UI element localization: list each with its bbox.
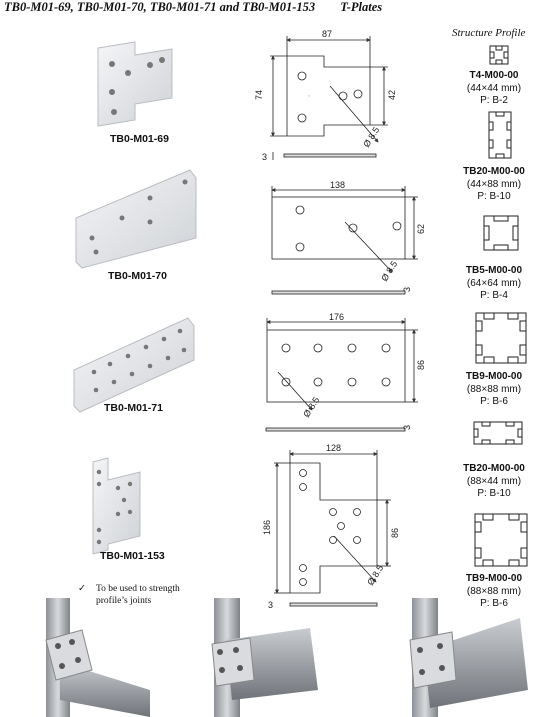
- dim-71-width: 176: [329, 312, 344, 322]
- profile-size: (44×44 mm): [466, 82, 522, 94]
- dim-153-width: 128: [326, 443, 341, 453]
- dim-153-height: 186: [262, 520, 272, 535]
- dim-70-thickness: 3: [402, 287, 412, 292]
- dim-69-width: 87: [322, 29, 332, 39]
- dim-69-height: 74: [254, 90, 264, 100]
- header-category: T-Plates: [340, 0, 383, 14]
- dim-70-hole: Ø 8.5: [379, 259, 399, 283]
- profile-label-1: T4-M00-00 (44×44 mm) P: B-2: [454, 70, 534, 108]
- profile-code: TB9-M00-00: [465, 371, 523, 382]
- dim-70-height: 62: [416, 224, 426, 234]
- dim-69-thickness: 3: [262, 152, 267, 162]
- caption-tb0-m01-71: TB0-M01-71: [104, 402, 163, 414]
- plate-3d-tb0-m01-70: [75, 169, 197, 269]
- profile-label-4: TB9-M00-00 (88×88 mm) P: B-6: [454, 371, 534, 409]
- plate-3d-tb0-m01-71: [73, 317, 195, 413]
- profile-size: (88×88 mm): [466, 585, 522, 597]
- profile-code: T4-M00-00: [469, 70, 519, 81]
- page-header: TB0-M01-69, TB0-M01-70, TB0-M01-71 and T…: [4, 0, 382, 15]
- joint-render-1: [45, 598, 150, 717]
- caption-tb0-m01-70: TB0-M01-70: [108, 270, 167, 282]
- profile-page: P: B-10: [477, 191, 511, 202]
- profile-label-3: TB5-M00-00 (64×64 mm) P: B-4: [454, 265, 534, 303]
- dim-69-notch: 42: [387, 90, 397, 100]
- profile-size: (88×44 mm): [466, 475, 522, 487]
- profile-page: P: B-6: [480, 396, 508, 407]
- profile-page: P: B-10: [477, 488, 511, 499]
- usage-note-line2: profile’s joints: [96, 596, 152, 606]
- plate-3d-tb0-m01-153: [92, 457, 141, 555]
- profile-size: (64×64 mm): [466, 277, 522, 289]
- dim-153-hole: Ø 8.5: [365, 563, 385, 587]
- profile-icon-tb20-44x88: [488, 111, 512, 159]
- profile-code: TB5-M00-00: [465, 265, 523, 276]
- joint-render-3: [409, 598, 528, 717]
- dim-69-hole: Ø 8.5: [361, 125, 381, 149]
- joint-render-2: [211, 598, 318, 717]
- drawing-tb0-m01-69: [270, 36, 388, 160]
- profile-icon-tb20-88x44: [473, 421, 523, 445]
- dim-71-thickness: 3: [402, 425, 412, 430]
- profile-page: P: B-4: [480, 290, 508, 301]
- profile-code: TB9-M00-00: [465, 573, 523, 584]
- profile-label-5: TB20-M00-00 (88×44 mm) P: B-10: [454, 463, 534, 501]
- profile-icon-tb9-88x88: [475, 312, 527, 364]
- dim-153-thickness: 3: [268, 600, 273, 610]
- profile-label-6: TB9-M00-00 (88×88 mm) P: B-6: [454, 573, 534, 611]
- profile-page: P: B-6: [480, 598, 508, 609]
- caption-tb0-m01-153: TB0-M01-153: [100, 550, 165, 562]
- checkmark-icon: ✓: [78, 584, 86, 594]
- usage-note-line1: To be used to strength: [96, 584, 180, 594]
- caption-tb0-m01-69: TB0-M01-69: [110, 133, 169, 145]
- structure-profile-title: Structure Profile: [452, 27, 526, 39]
- drawing-tb0-m01-70: [271, 186, 418, 295]
- usage-note: ✓ To be used to strength profile’s joint…: [78, 583, 180, 607]
- profile-code: TB20-M00-00: [463, 166, 525, 177]
- profile-icon-tb9-88x88-2: [474, 513, 528, 567]
- profile-page: P: B-2: [480, 95, 508, 106]
- drawing-tb0-m01-153: [274, 450, 391, 607]
- profile-icon-tb5-64x64: [483, 215, 519, 251]
- dim-71-height: 86: [416, 360, 426, 370]
- dim-70-width: 138: [330, 180, 345, 190]
- profile-size: (88×88 mm): [466, 383, 522, 395]
- header-title: TB0-M01-69, TB0-M01-70, TB0-M01-71 and T…: [4, 0, 316, 14]
- profile-code: TB20-M00-00: [463, 463, 525, 474]
- profile-icon-t4: [489, 45, 509, 65]
- plate-3d-tb0-m01-69: [97, 41, 173, 127]
- dim-153-notch: 86: [390, 528, 400, 538]
- drawing-tb0-m01-71: [265, 318, 418, 432]
- profile-label-2: TB20-M00-00 (44×88 mm) P: B-10: [454, 166, 534, 204]
- profile-size: (44×88 mm): [466, 178, 522, 190]
